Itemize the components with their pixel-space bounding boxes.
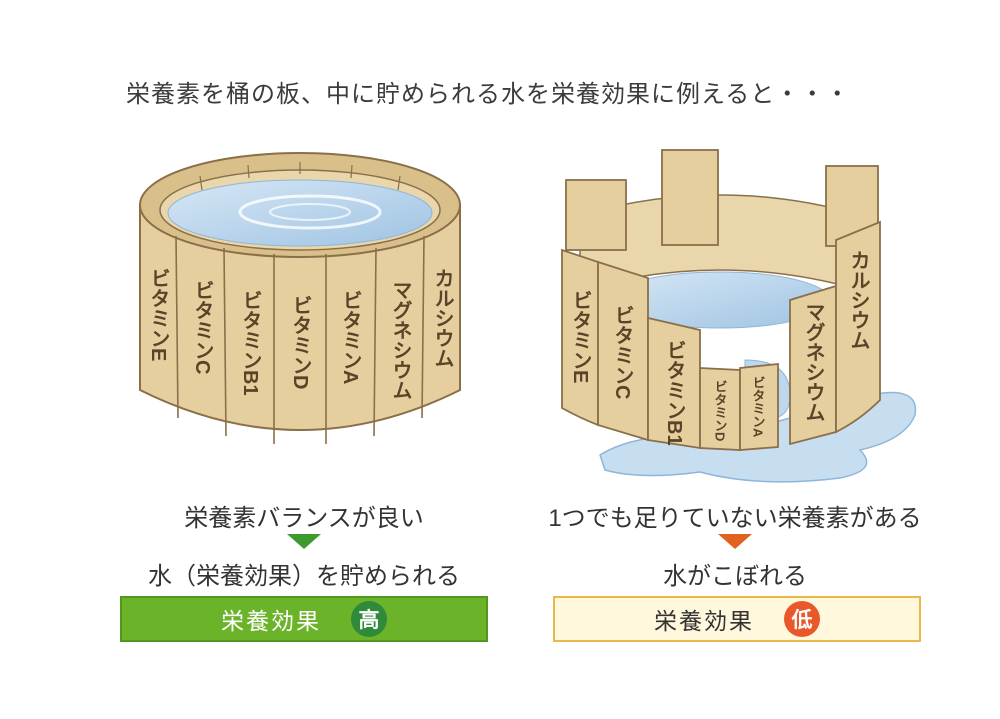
right-result-box: 栄養効果 低: [553, 596, 921, 642]
left-stave-label: ビタミンD: [289, 295, 311, 390]
left-stave-label: ビタミンC: [191, 280, 213, 375]
left-caption-bottom: 水（栄養効果）を貯められる: [148, 563, 460, 590]
right-stave-label: ビタミンD: [713, 380, 728, 441]
right-stave-label: ビタミンC: [611, 305, 633, 400]
right-result-label: 栄養効果: [654, 608, 754, 634]
left-barrel: [139, 152, 461, 444]
right-stave-label: ビタミンB1: [663, 340, 685, 446]
right-result-badge: 低: [784, 601, 820, 637]
left-result-label: 栄養効果: [221, 608, 321, 634]
right-caption-top: 1つでも足りていない栄養素がある: [548, 505, 922, 532]
right-caption-bottom: 水がこぼれる: [663, 563, 807, 590]
right-arrow-down: [718, 534, 752, 549]
right-stave-label: マグネシウム: [802, 302, 825, 422]
right-stave-label: ビタミンE: [569, 290, 591, 384]
headline: 栄養素を桶の板、中に貯められる水を栄養効果に例えると・・・: [126, 81, 851, 108]
left-stave-labels: ビタミンE ビタミンC ビタミンB1 ビタミンD ビタミンA マグネシウム カル…: [147, 268, 453, 400]
left-stave-label: ビタミンA: [339, 290, 361, 385]
left-arrow-down: [287, 534, 321, 549]
left-caption-top: 栄養素バランスが良い: [184, 505, 424, 532]
right-stave-label: ビタミンA: [751, 376, 766, 438]
right-stave-label: カルシウム: [847, 250, 869, 350]
right-stave-labels: ビタミンE ビタミンC ビタミンB1 ビタミンD ビタミンA マグネシウム カル…: [569, 250, 869, 446]
left-stave-label: マグネシウム: [389, 280, 412, 400]
left-stave-label: ビタミンB1: [239, 290, 261, 396]
left-result-box: 栄養効果 高: [120, 596, 488, 642]
left-stave-label: ビタミンE: [147, 268, 169, 362]
left-stave-label: カルシウム: [431, 268, 453, 368]
left-result-badge: 高: [351, 601, 387, 637]
right-barrel: [561, 149, 917, 483]
